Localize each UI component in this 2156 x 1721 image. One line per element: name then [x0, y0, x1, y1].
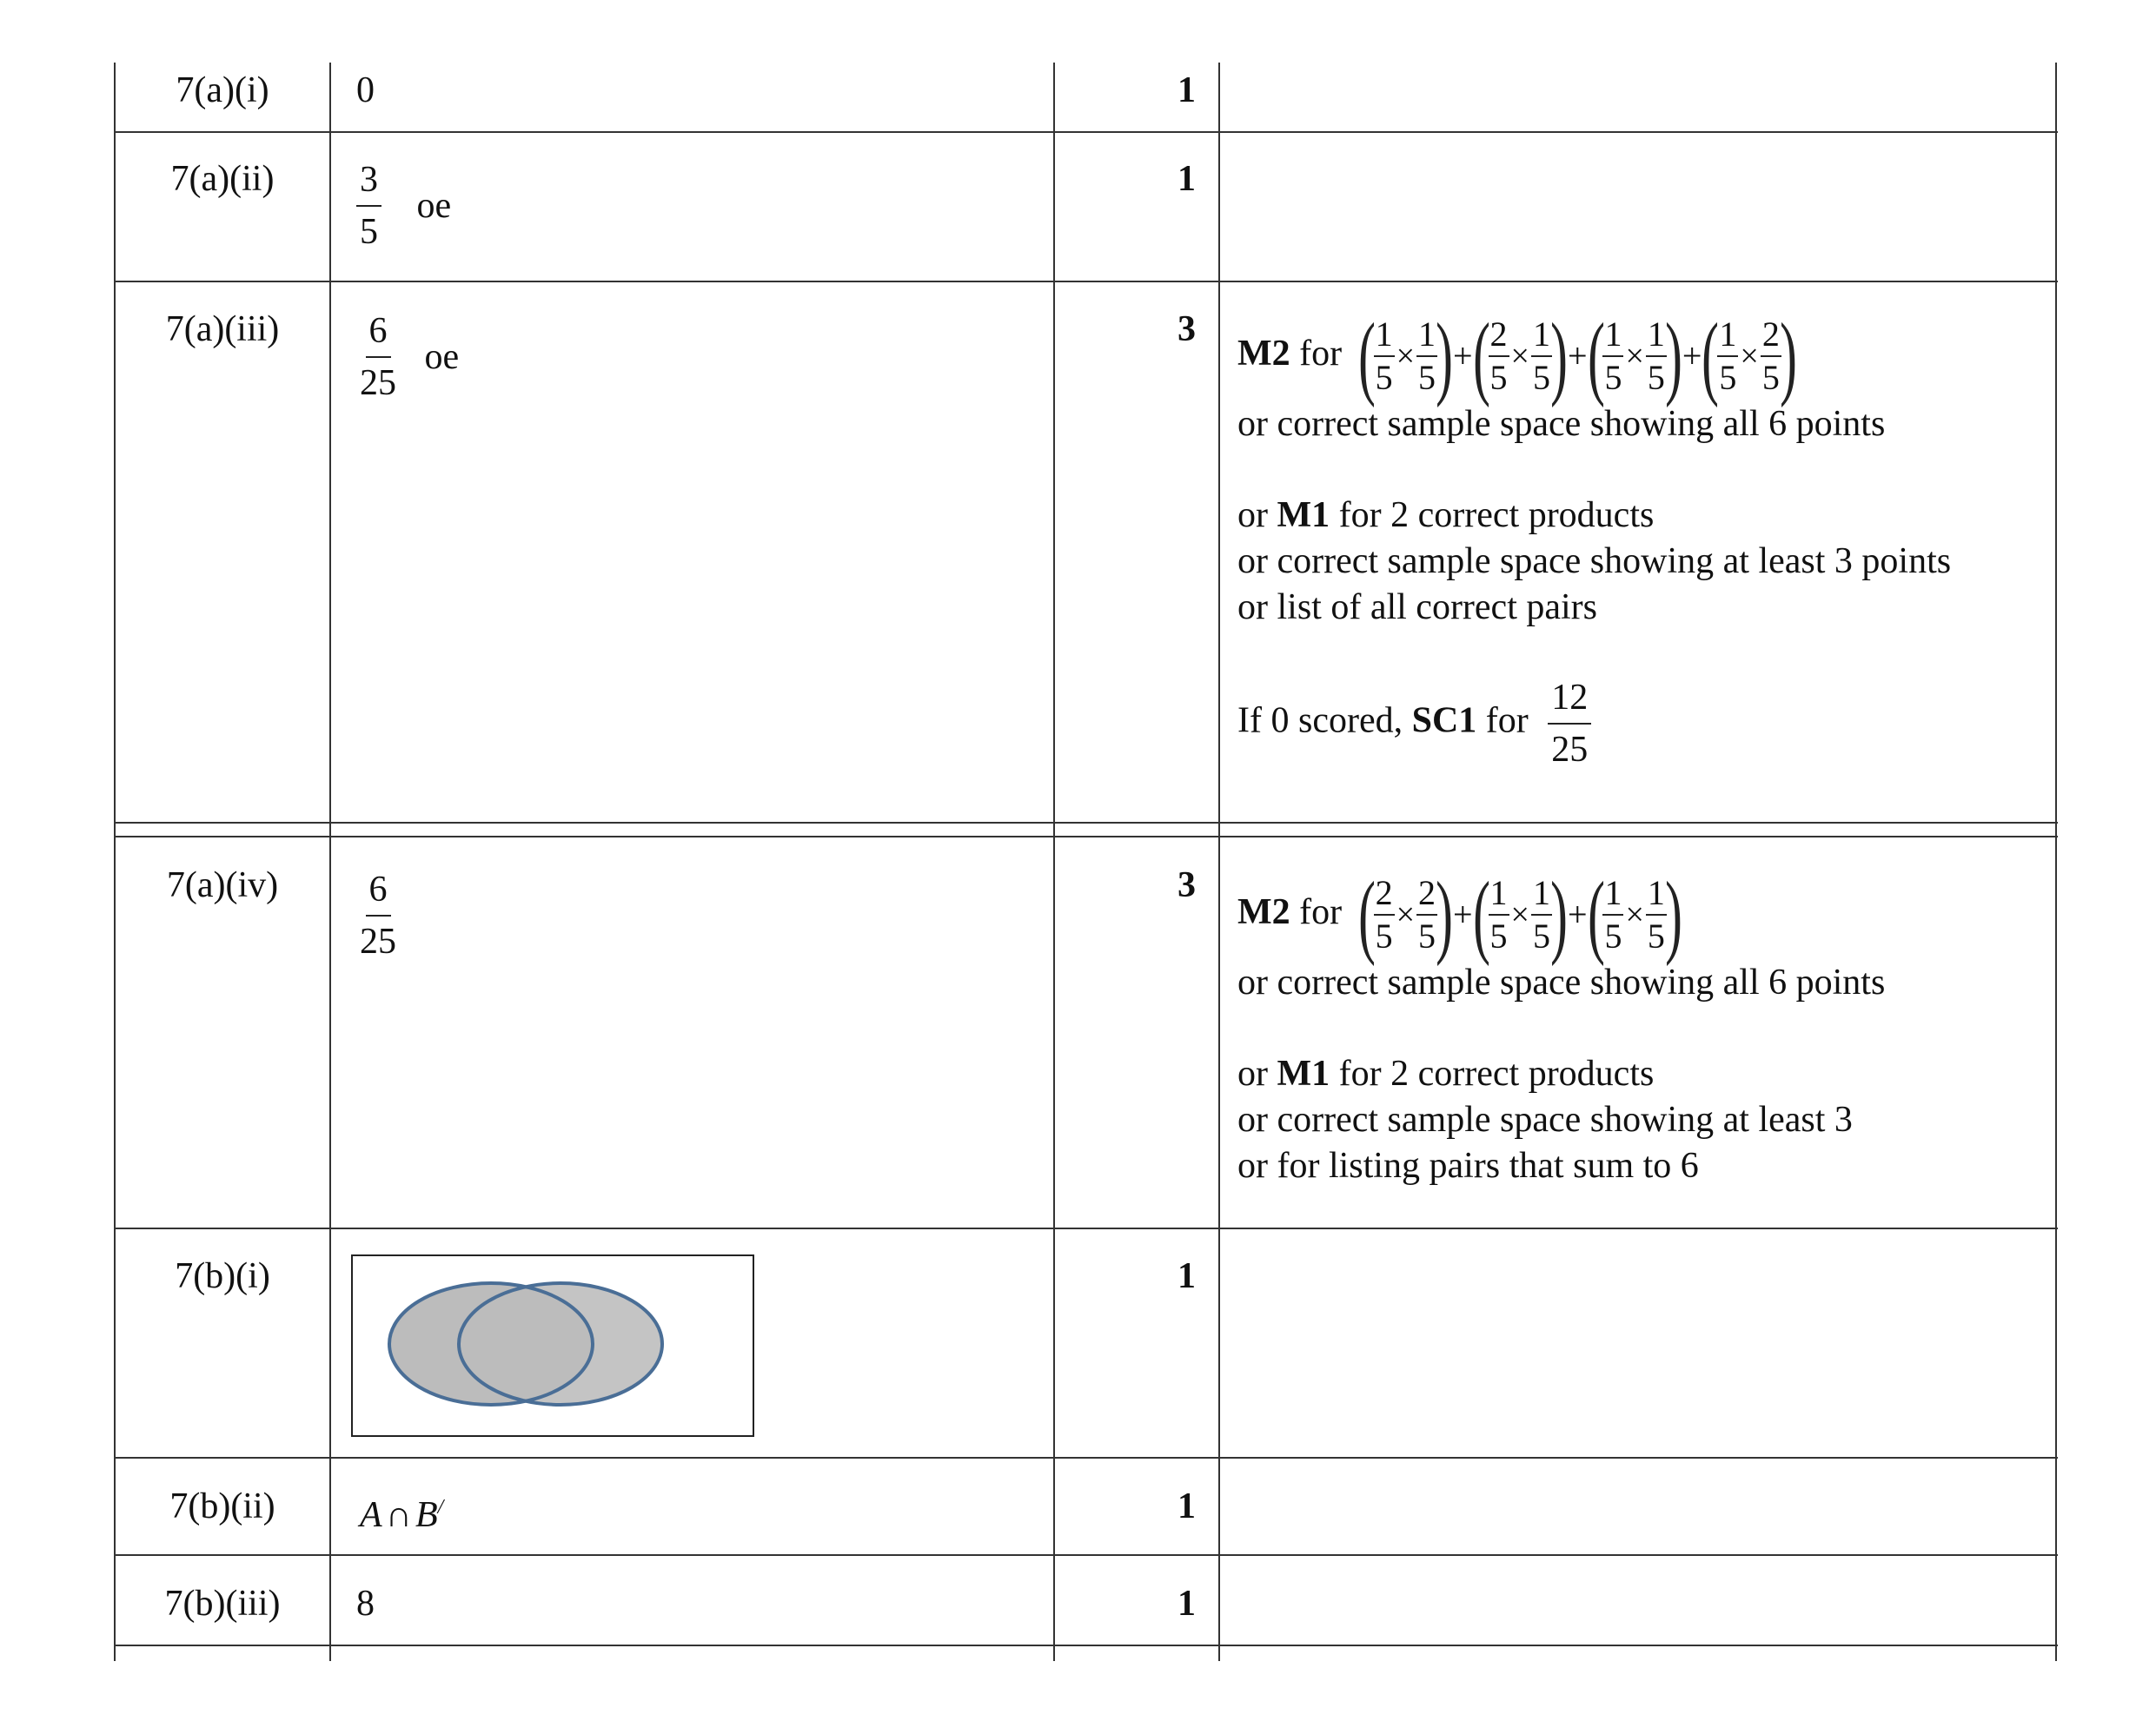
guidance-line: or correct sample space showing at least…	[1237, 541, 1952, 581]
answer-fraction: 6 25	[360, 311, 396, 403]
left-paren: (	[1357, 304, 1376, 408]
table-border-right	[2055, 63, 2057, 1661]
question-number: 7(b)(iii)	[164, 1584, 281, 1624]
mark: 1	[1178, 1256, 1196, 1296]
plus-sign: +	[1453, 336, 1473, 376]
set-a-outline	[388, 1281, 594, 1407]
question-number: 7(a)(iii)	[165, 309, 280, 349]
guidance-line: or list of all correct pairs	[1237, 587, 1598, 627]
row-divider	[114, 822, 2058, 824]
left-paren: (	[1702, 304, 1720, 408]
right-paren: )	[1550, 863, 1568, 967]
table-divider-2	[1053, 63, 1055, 1661]
right-paren: )	[1550, 304, 1568, 408]
row-divider	[114, 1554, 2058, 1556]
plus-sign: +	[1567, 336, 1588, 376]
venn-diagram-svg	[351, 1254, 754, 1437]
table-divider-3	[1218, 63, 1220, 1661]
question-number: 7(b)(i)	[175, 1256, 270, 1296]
sc1-fraction: 12 25	[1548, 679, 1592, 768]
question-number: 7(a)(i)	[176, 70, 269, 110]
guidance-line: or correct sample space showing all 6 po…	[1237, 963, 1886, 1003]
times-sign: ×	[1396, 338, 1416, 375]
table-divider-1	[329, 63, 331, 1661]
answer: 6 25	[356, 871, 400, 960]
guidance-line: or correct sample space showing all 6 po…	[1237, 404, 1886, 444]
m1-line: or M1 for 2 correct products	[1237, 1054, 1655, 1094]
row-divider	[114, 1457, 2058, 1459]
answer-suffix: oe	[424, 337, 460, 377]
times-sign: ×	[1396, 897, 1416, 934]
mark: 1	[1178, 70, 1196, 110]
plus-sign: +	[1682, 336, 1702, 376]
mark: 3	[1178, 309, 1196, 349]
mark: 1	[1178, 1584, 1196, 1624]
row-divider	[114, 1228, 2058, 1229]
guidance-line: or correct sample space showing at least…	[1237, 1100, 1853, 1140]
times-sign: ×	[1625, 338, 1644, 375]
times-sign: ×	[1510, 897, 1529, 934]
right-paren: )	[1779, 304, 1797, 408]
question-number: 7(b)(ii)	[169, 1486, 275, 1526]
times-sign: ×	[1625, 897, 1644, 934]
right-paren: )	[1665, 863, 1682, 967]
venn-diagram	[350, 1254, 755, 1447]
answer: 3 5 oe	[356, 162, 451, 250]
mark: 1	[1178, 1486, 1196, 1526]
answer-fraction: 3 5	[356, 162, 381, 250]
set-b-outline	[457, 1281, 664, 1407]
question-number: 7(a)(iv)	[166, 865, 279, 905]
left-paren: (	[1472, 304, 1490, 408]
answer-fraction: 6 25	[360, 870, 396, 962]
right-paren: )	[1436, 863, 1453, 967]
row-divider	[114, 131, 2058, 133]
m1-line: or M1 for 2 correct products	[1237, 495, 1655, 535]
row-divider	[114, 281, 2058, 282]
table-border-left	[114, 63, 116, 1661]
row-divider	[114, 836, 2058, 837]
right-paren: )	[1436, 304, 1453, 408]
times-sign: ×	[1740, 338, 1759, 375]
left-paren: (	[1472, 863, 1490, 967]
times-sign: ×	[1510, 338, 1529, 375]
mark: 3	[1178, 865, 1196, 905]
answer: 6 25 oe	[356, 313, 459, 401]
answer-suffix: oe	[416, 186, 452, 226]
set-a-ellipse	[389, 1283, 593, 1405]
question-number: 7(a)(ii)	[170, 159, 275, 199]
left-paren: (	[1587, 863, 1605, 967]
left-paren: (	[1357, 863, 1376, 967]
plus-sign: +	[1567, 895, 1588, 935]
answer: 0	[356, 70, 375, 110]
mark: 1	[1178, 159, 1196, 199]
plus-sign: +	[1453, 895, 1473, 935]
answer: A∩B/	[360, 1495, 444, 1535]
row-divider	[114, 1645, 2058, 1646]
guidance-line: or for listing pairs that sum to 6	[1237, 1146, 1699, 1186]
sc1-line: If 0 scored, SC1 for 12 25	[1237, 679, 2054, 768]
left-paren: (	[1587, 304, 1605, 408]
answer: 8	[356, 1584, 375, 1624]
right-paren: )	[1665, 304, 1682, 408]
